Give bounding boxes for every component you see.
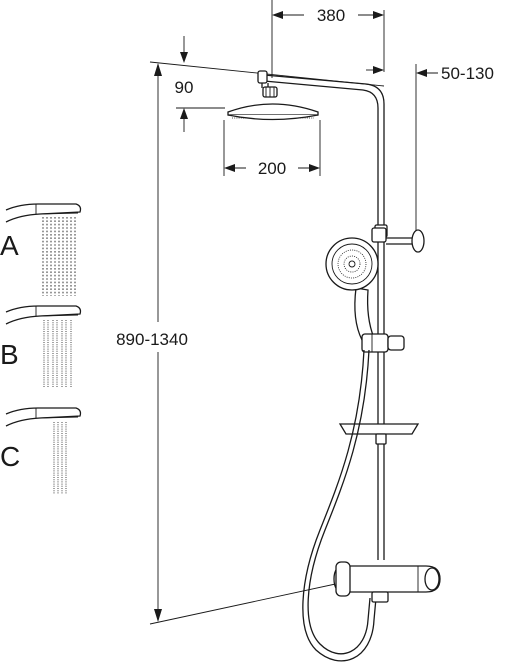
hand-shower-slider <box>361 333 405 353</box>
dimension-total-height-label: 890-1340 <box>116 330 188 349</box>
thermostatic-mixer <box>333 561 441 603</box>
dimension-head-diameter: 200 <box>223 120 321 178</box>
spray-mode-c-label: C <box>0 441 20 472</box>
dimension-head-offset: 90 <box>175 36 225 132</box>
dimension-arm-length: 380 <box>271 0 385 78</box>
dimension-total-height: 890-1340 <box>116 61 385 625</box>
head-shower <box>227 86 319 121</box>
shower-hose <box>302 349 377 662</box>
dimension-head-offset-label: 90 <box>175 78 194 97</box>
dimension-wall-bracket: 50-130 <box>366 64 494 232</box>
wall-bracket <box>371 227 425 253</box>
spray-mode-c: C <box>0 407 82 494</box>
spray-mode-a: A <box>0 203 82 296</box>
dimension-arm-length-label: 380 <box>317 6 345 25</box>
hand-shower <box>325 237 379 341</box>
soap-shelf <box>338 423 420 445</box>
spray-mode-a-label: A <box>0 230 19 261</box>
spray-mode-b-label: B <box>0 339 19 370</box>
dimension-wall-bracket-label: 50-130 <box>441 64 494 83</box>
spray-mode-b: B <box>0 305 82 388</box>
dimension-head-diameter-label: 200 <box>258 159 286 178</box>
